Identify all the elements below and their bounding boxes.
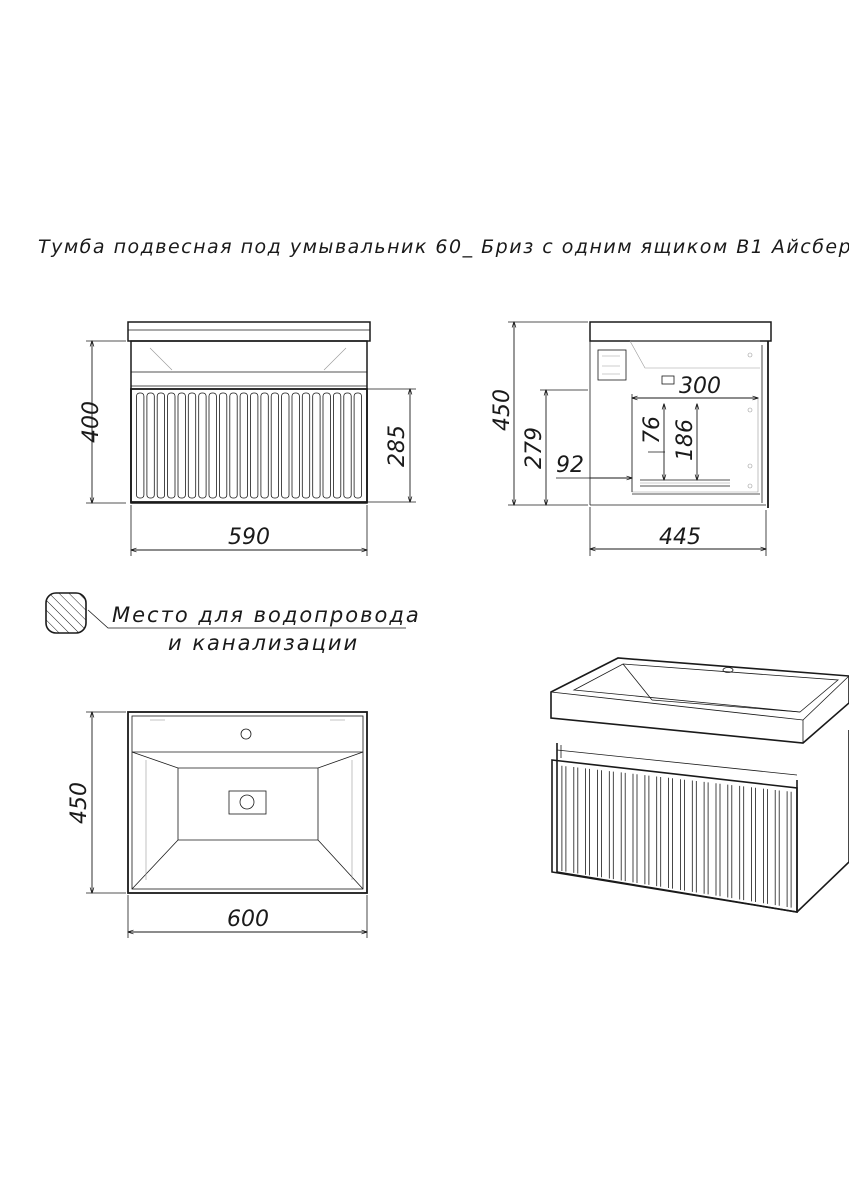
iso-flute <box>680 779 685 891</box>
iso-flute <box>561 765 567 872</box>
flute <box>208 392 217 499</box>
dim-side-depth-300: 300 <box>632 374 758 492</box>
flute <box>136 392 145 499</box>
iso-flute <box>774 790 780 906</box>
flute <box>312 392 321 499</box>
iso-flute <box>656 776 662 887</box>
dim-label: 400 <box>79 401 104 443</box>
iso-flute <box>668 777 673 889</box>
dim-drawer-height-285: 285 <box>368 389 416 502</box>
flute <box>353 392 362 499</box>
flute <box>239 392 248 499</box>
flute <box>250 392 259 499</box>
flute <box>156 392 165 499</box>
iso-flute <box>597 769 602 878</box>
flute <box>343 392 352 499</box>
dim-top-depth-450: 450 <box>67 712 126 893</box>
dim-label: 590 <box>228 525 270 550</box>
flute <box>187 392 197 499</box>
iso-flute <box>691 780 697 893</box>
dim-side-height-186: 186 <box>673 404 698 480</box>
flute <box>260 392 269 499</box>
dim-label: 285 <box>385 425 410 467</box>
iso-flute <box>703 781 709 895</box>
isometric-view <box>550 657 849 913</box>
top-outline <box>127 711 368 894</box>
flute <box>198 392 207 499</box>
dim-label: 600 <box>227 907 269 932</box>
flute <box>167 392 176 499</box>
legend: Место для водопровода и канализации <box>45 592 421 655</box>
flute <box>332 392 342 499</box>
drawer-flutes <box>136 392 362 499</box>
hatch-swatch-icon <box>45 592 87 634</box>
dim-label: 76 <box>640 416 665 444</box>
tap-hole <box>240 728 252 740</box>
front-sink-top <box>127 321 371 342</box>
flute <box>301 392 311 499</box>
dim-label: 186 <box>673 419 698 461</box>
dim-label: 279 <box>522 427 547 469</box>
iso-flute <box>608 771 614 880</box>
iso-cabinet-body <box>556 730 849 913</box>
flute <box>229 392 238 499</box>
dim-side-height-76: 76 <box>640 404 665 480</box>
dim-side-offset-92: 92 <box>556 453 632 478</box>
iso-drawer-front <box>551 759 798 913</box>
flute <box>146 392 155 499</box>
iso-sink-top <box>550 657 849 744</box>
flute <box>291 392 300 499</box>
flute <box>177 392 186 499</box>
drawing-title: Тумба подвесная под умывальник 60_ Бриз … <box>38 236 849 258</box>
front-drawer <box>130 388 368 503</box>
flute <box>281 392 290 499</box>
front-view: 400 285 590 <box>79 321 416 556</box>
dim-front-width-590: 590 <box>131 505 367 556</box>
iso-flute <box>786 791 792 908</box>
iso-flute <box>763 788 768 904</box>
iso-drawer-flutes <box>561 765 792 908</box>
top-view: 450 600 <box>67 711 368 938</box>
dim-side-depth-445: 445 <box>590 507 766 556</box>
iso-flute <box>727 784 733 899</box>
dim-front-height-400: 400 <box>79 341 126 503</box>
iso-flute <box>751 787 756 902</box>
wall-bracket <box>597 349 627 381</box>
dim-top-width-600: 600 <box>128 895 367 938</box>
flute <box>218 392 228 499</box>
flute <box>322 392 331 499</box>
basin-bowl <box>131 751 364 769</box>
dim-label: 450 <box>67 782 92 824</box>
iso-flute <box>739 785 745 901</box>
legend-line-2: и канализации <box>168 631 359 655</box>
dim-label: 300 <box>679 374 721 399</box>
dim-side-height-279: 279 <box>522 390 588 505</box>
iso-flute <box>632 773 638 883</box>
front-cabinet-body <box>130 340 368 504</box>
dim-label: 445 <box>659 525 701 550</box>
side-sink-top <box>589 321 772 342</box>
iso-flute <box>585 768 590 876</box>
legend-line-1: Место для водопровода <box>112 603 421 627</box>
dim-label: 450 <box>490 389 515 431</box>
dim-label: 92 <box>556 453 584 478</box>
iso-flute <box>715 783 721 897</box>
iso-flute <box>644 775 650 885</box>
iso-flute <box>620 772 626 882</box>
side-view: 450 279 92 300 76 186 <box>490 321 772 556</box>
drain <box>228 790 267 815</box>
flute <box>270 392 280 499</box>
iso-flute <box>573 767 579 874</box>
dim-side-height-450: 450 <box>490 322 588 505</box>
